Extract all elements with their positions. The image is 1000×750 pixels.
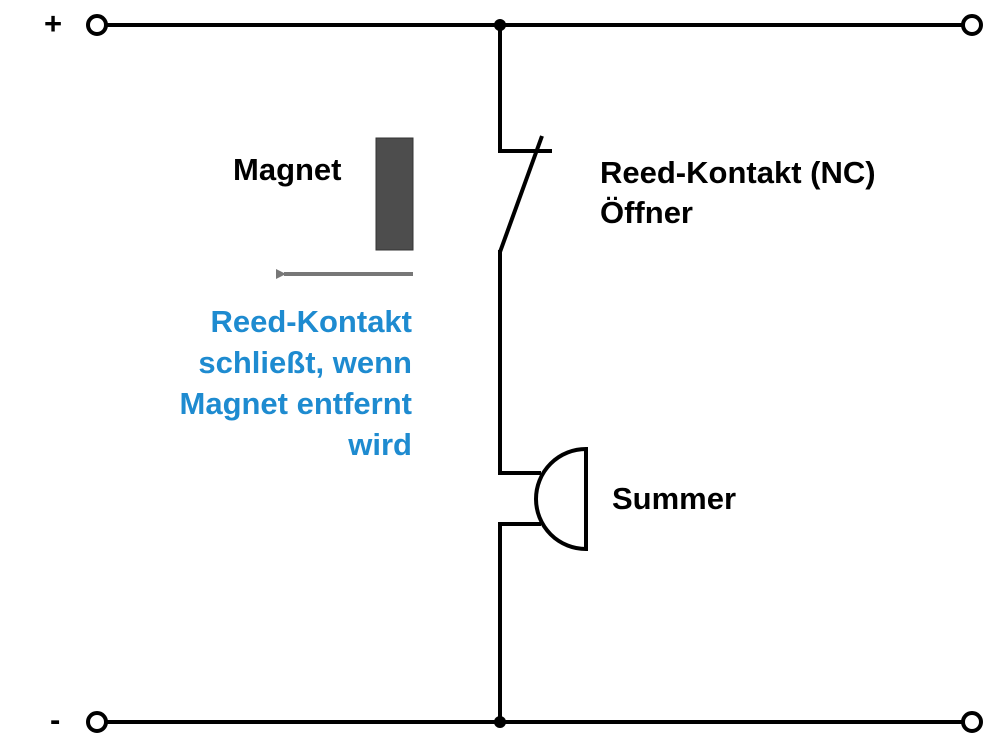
minus-terminal-label: - — [50, 702, 61, 737]
junction-top — [494, 19, 506, 31]
plus-terminal-label: + — [44, 6, 63, 41]
magnet-label: Magnet — [233, 152, 342, 187]
terminal-plus-right — [961, 14, 983, 36]
junction-bottom — [494, 716, 506, 728]
buzzer-symbol — [534, 446, 588, 552]
buzzer-label: Summer — [612, 481, 737, 516]
reed-contact-note: Reed-Kontakt schließt, wenn Magnet entfe… — [180, 301, 413, 465]
note-line1: Reed-Kontakt — [210, 304, 412, 339]
reed-contact-blade — [498, 135, 544, 253]
note-line4: wird — [348, 427, 412, 462]
reed-contact-label-line2: Öffner — [600, 195, 693, 230]
terminal-minus-left — [86, 711, 108, 733]
note-line3: Magnet entfernt — [179, 386, 413, 421]
switch-to-buzzer-wire — [498, 250, 541, 475]
magnet-block — [375, 137, 414, 251]
terminal-plus-left — [86, 14, 108, 36]
buzzer-to-ground-wire — [498, 522, 541, 722]
terminal-minus-right — [961, 711, 983, 733]
reed-contact-label: Reed-Kontakt (NC) Öffner — [600, 153, 876, 233]
switch-upper-wire — [498, 25, 552, 153]
note-line2: schließt, wenn — [198, 345, 412, 380]
reed-contact-label-line1: Reed-Kontakt (NC) — [600, 155, 876, 190]
